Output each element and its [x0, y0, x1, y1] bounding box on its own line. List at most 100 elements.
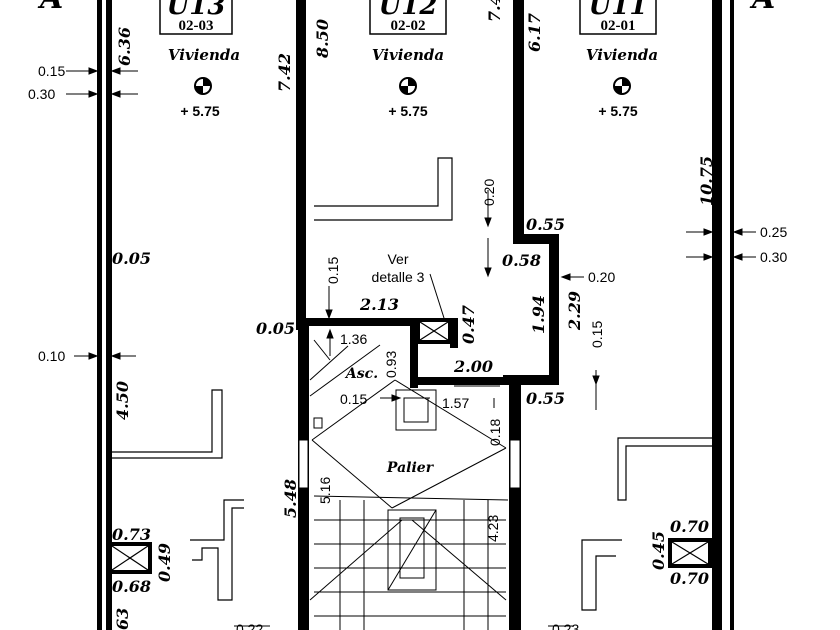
window-right — [509, 439, 521, 489]
dim-7.4-right: 7.4 — [485, 0, 504, 22]
unit-use: Vivienda — [168, 46, 240, 64]
dim-2.00: 2.00 — [453, 357, 493, 376]
left-wall-u13 — [106, 0, 112, 630]
counter-u11 — [617, 437, 712, 501]
dim-5.16: 5.16 — [317, 477, 333, 504]
dim-0.30-left: 0.30 — [28, 86, 55, 102]
note-leader — [429, 273, 445, 319]
level-marker-fill — [614, 78, 630, 94]
shaft-wall-left — [410, 318, 418, 388]
dim-8.50: 8.50 — [313, 19, 332, 59]
shaft-box — [416, 318, 452, 344]
dim-6.36: 6.36 — [115, 27, 134, 66]
room-label-asc: Asc. — [344, 366, 378, 382]
left-exterior-wall — [97, 0, 102, 630]
note-detalle: detalle 3 — [372, 269, 425, 285]
dim-0.20-right: 0.20 — [588, 269, 615, 285]
unit-label-u13: U13 02-03 Vivienda + 5.75 — [159, 0, 240, 119]
dim-0.58: 0.58 — [502, 251, 541, 270]
dim-63: 63 — [113, 608, 132, 630]
unit-code: 02-01 — [601, 18, 636, 34]
dim-0.70-top: 0.70 — [670, 517, 709, 536]
dim-1.57: 1.57 — [442, 395, 469, 411]
unit-id: U11 — [589, 0, 648, 21]
landing-lower-wall — [410, 377, 510, 385]
counter-u13 — [108, 389, 223, 459]
dim-0.73: 0.73 — [112, 525, 151, 544]
dim-0.23: 0.23 — [552, 621, 579, 630]
dim-0.05-left: 0.05 — [112, 249, 151, 268]
dim-1.36: 1.36 — [340, 331, 367, 347]
axis-label-left: A — [37, 0, 63, 16]
dim-0.15-right: 0.15 — [589, 321, 605, 348]
dim-0.15-left: 0.15 — [38, 63, 65, 79]
counter-u12 — [314, 157, 453, 221]
unit-level: + 5.75 — [180, 103, 220, 119]
column-right — [668, 538, 712, 568]
dim-7.42-left: 7.42 — [275, 53, 294, 92]
dimension-leaders — [66, 67, 756, 627]
unit-code: 02-03 — [179, 18, 214, 34]
dim-0.25: 0.25 — [760, 224, 787, 240]
unit-use: Vivienda — [586, 46, 658, 64]
window-left — [298, 439, 309, 489]
dim-0.30-right: 0.30 — [760, 249, 787, 265]
dim-5.48: 5.48 — [281, 479, 300, 518]
landing-top-wall — [306, 318, 458, 326]
shaft-wall-right — [450, 318, 458, 348]
stair-core — [309, 339, 509, 630]
kitchen-u11 — [581, 539, 622, 611]
dim-0.68: 0.68 — [112, 577, 151, 596]
unit-box — [369, 0, 447, 35]
dim-0.22: 0.22 — [236, 621, 263, 630]
dim-4.50: 4.50 — [113, 381, 132, 420]
wall-notch-right — [549, 234, 559, 384]
wall-u13-u12 — [296, 0, 306, 330]
unit-box — [159, 0, 233, 35]
wall-notch-bottom — [503, 375, 559, 385]
room-label-palier: Palier — [386, 460, 435, 476]
dim-0.05-center: 0.05 — [256, 319, 295, 338]
note-ver: Ver — [387, 251, 408, 267]
dim-0.45: 0.45 — [649, 531, 668, 570]
unit-level: + 5.75 — [388, 103, 428, 119]
level-marker-fill — [195, 78, 211, 94]
wall-stair-right — [509, 375, 521, 630]
unit-id: U12 — [379, 0, 438, 21]
unit-use: Vivienda — [372, 46, 444, 64]
unit-label-u11: U11 02-01 Vivienda + 5.75 — [579, 0, 658, 119]
dim-0.93: 0.93 — [383, 351, 399, 378]
dim-2.13: 2.13 — [359, 295, 399, 314]
dim-0.15-asc: 0.15 — [340, 391, 367, 407]
dim-10.75: 10.75 — [697, 156, 716, 206]
dim-0.10: 0.10 — [38, 348, 65, 364]
dim-1.94: 1.94 — [529, 295, 548, 334]
unit-id: U13 — [167, 0, 226, 21]
wall-u12-u11 — [513, 0, 524, 243]
unit-label-u12: U12 02-02 Vivienda + 5.75 — [369, 0, 447, 119]
axis-label-right: A — [749, 0, 775, 16]
dim-0.20-vertical: 0.20 — [481, 179, 497, 206]
dim-6.17: 6.17 — [525, 13, 544, 52]
dim-0.70-bottom: 0.70 — [670, 569, 709, 588]
wall-notch-top — [513, 234, 559, 244]
dim-0.55-top: 0.55 — [526, 215, 565, 234]
dim-0.18: 0.18 — [487, 419, 503, 446]
unit-code: 02-02 — [391, 18, 426, 34]
dim-2.29: 2.29 — [565, 291, 584, 331]
kitchen-u13-b — [190, 499, 244, 541]
unit-level: + 5.75 — [598, 103, 638, 119]
column-left — [108, 542, 152, 574]
walls — [97, 0, 734, 630]
right-wall-u11 — [712, 0, 722, 630]
level-marker-fill — [400, 78, 416, 94]
dim-0.55-bottom: 0.55 — [526, 389, 565, 408]
dim-0.49: 0.49 — [155, 543, 174, 582]
dim-0.15-vertical: 0.15 — [325, 257, 341, 284]
unit-box — [579, 0, 657, 35]
dim-4.23: 4.23 — [485, 515, 501, 542]
right-exterior-wall — [730, 0, 734, 630]
dim-0.47: 0.47 — [459, 305, 478, 344]
fixtures — [108, 157, 712, 611]
